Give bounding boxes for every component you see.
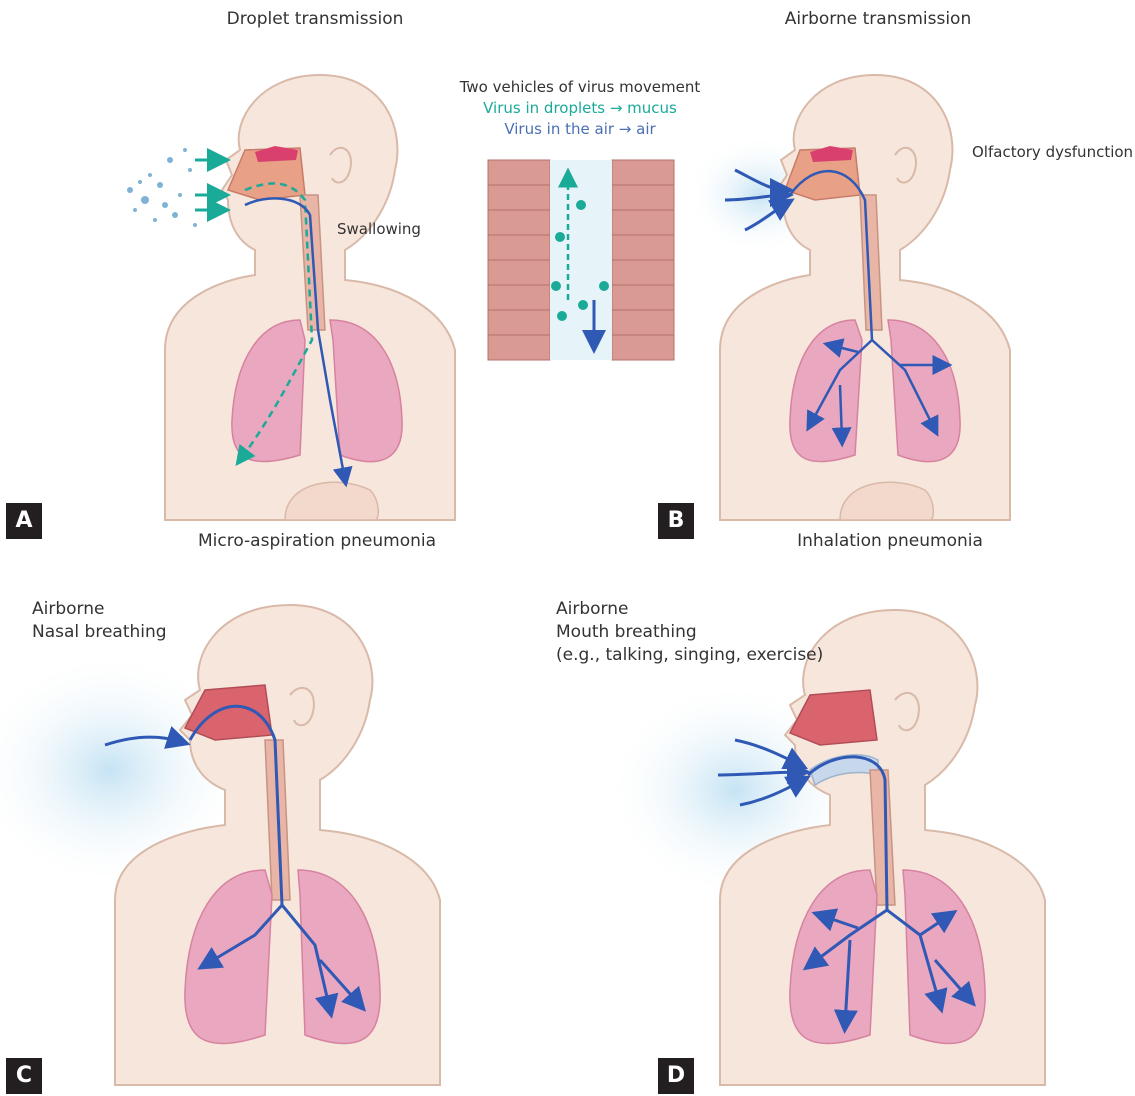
- micro-aspiration-label: Micro-aspiration pneumonia: [198, 530, 436, 552]
- virus-particle: [555, 232, 565, 242]
- droplet-inhalation-arrows: [195, 160, 222, 210]
- olfactory-dysfunction-label: Olfactory dysfunction: [972, 141, 1133, 163]
- swallowing-label: Swallowing: [337, 218, 421, 240]
- virus-particle: [557, 311, 567, 321]
- virus-particle: [578, 300, 588, 310]
- legend-heading: Two vehicles of virus movement: [460, 76, 701, 98]
- panel-c-line1: Airborne: [32, 598, 104, 620]
- panel-d-letter: D: [658, 1058, 694, 1094]
- mucus-layer: [550, 160, 612, 360]
- panel-d-line3: (e.g., talking, singing, exercise): [556, 644, 823, 666]
- panel-d-line1: Airborne: [556, 598, 628, 620]
- epithelium-cross-section: [488, 160, 674, 360]
- inhalation-pneumonia-label: Inhalation pneumonia: [797, 530, 983, 552]
- virus-particle: [576, 200, 586, 210]
- virus-particle: [599, 281, 609, 291]
- legend-air-line: Virus in the air → air: [504, 118, 655, 140]
- panel-d-line2: Mouth breathing: [556, 621, 697, 643]
- droplet-particles: [127, 148, 197, 227]
- panel-d-figure: [605, 610, 1045, 1085]
- panel-b-title: Airborne transmission: [785, 8, 971, 30]
- panel-b-figure: [685, 75, 1010, 520]
- panel-c-line2: Nasal breathing: [32, 621, 167, 643]
- panel-a-title: Droplet transmission: [227, 8, 404, 30]
- panel-c-figure: [0, 605, 440, 1085]
- legend-droplets-line: Virus in droplets → mucus: [483, 97, 677, 119]
- panel-c-letter: C: [6, 1058, 42, 1094]
- panel-b-letter: B: [658, 503, 694, 539]
- panel-a-figure: [127, 75, 455, 520]
- virus-particle: [551, 281, 561, 291]
- panel-a-letter: A: [6, 503, 42, 539]
